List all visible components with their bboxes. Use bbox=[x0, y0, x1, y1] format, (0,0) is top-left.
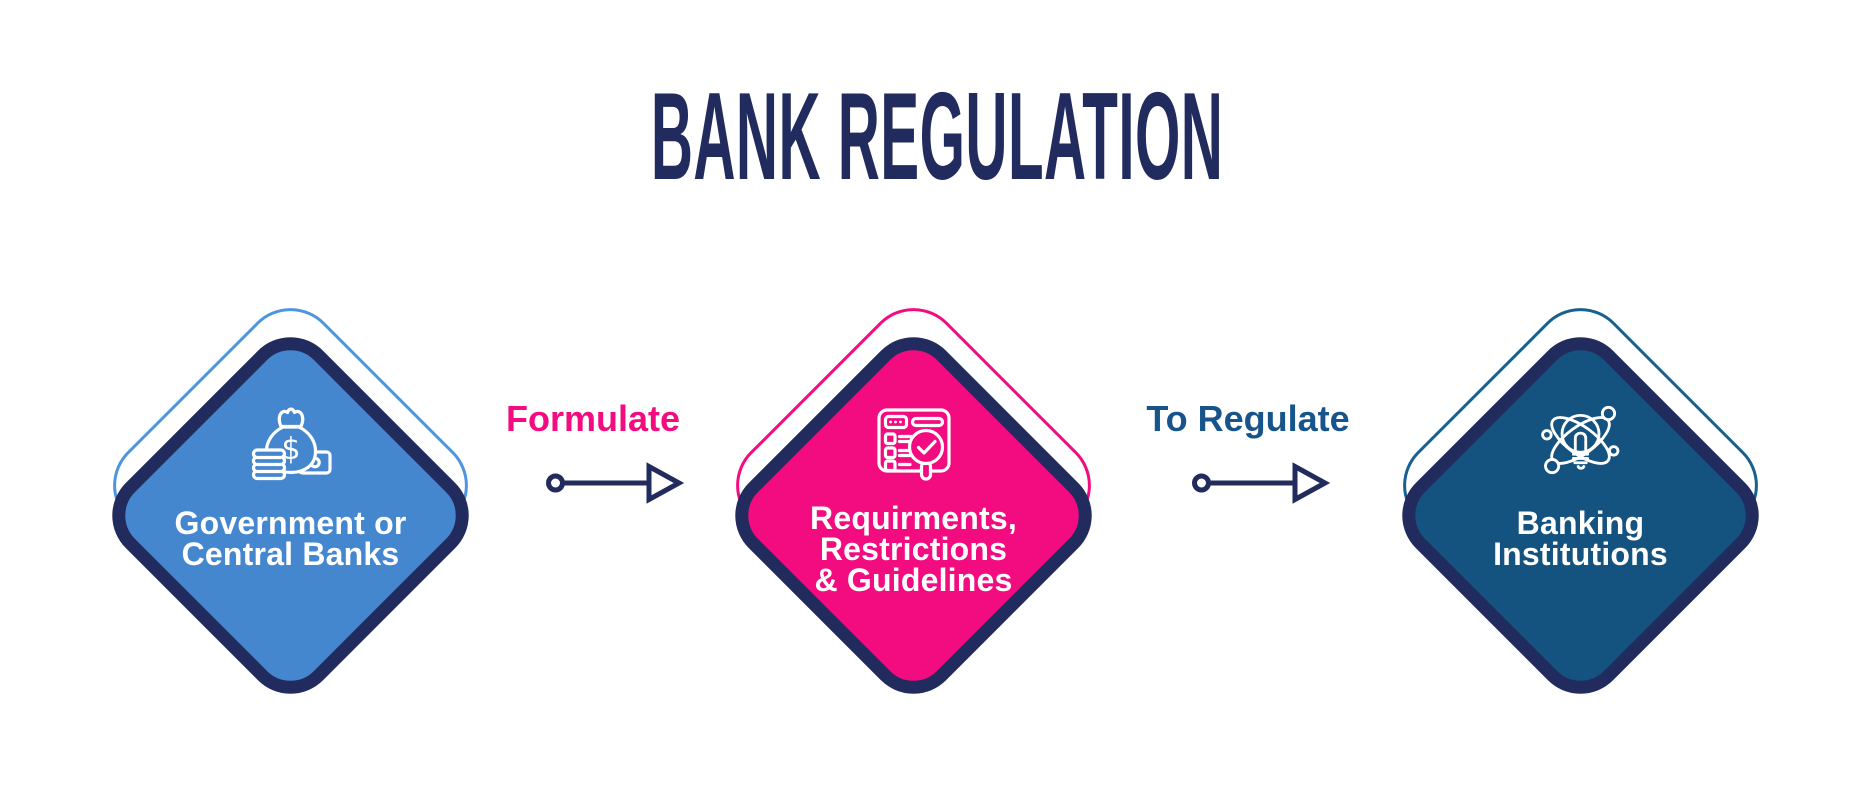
node-label-line: Restrictions bbox=[819, 531, 1008, 567]
node-content: $ Government or Central Banks bbox=[151, 376, 430, 655]
checklist-magnifier-icon bbox=[876, 408, 951, 481]
node-government-central-banks: $ Government or Central Banks bbox=[93, 288, 488, 713]
svg-text:$: $ bbox=[281, 432, 300, 467]
node-label-line: Government or bbox=[174, 505, 407, 541]
arrow-label: Formulate bbox=[505, 398, 681, 439]
node-content: Banking Institutions bbox=[1441, 376, 1720, 655]
arrow-formulate: Formulate bbox=[503, 400, 685, 510]
money-bag-icon: $ bbox=[251, 407, 332, 481]
node-label-line: Banking bbox=[1516, 505, 1645, 541]
node-banking-institutions: Banking Institutions bbox=[1383, 288, 1778, 713]
node-label: Banking Institutions bbox=[1396, 505, 1765, 572]
node-label-line: Central Banks bbox=[181, 536, 400, 572]
node-label: Requirments, Restrictions & Guidelines bbox=[729, 500, 1098, 598]
node-content: Requirments, Restrictions & Guidelines bbox=[774, 376, 1053, 655]
node-label: Government or Central Banks bbox=[106, 505, 475, 572]
lightbulb-network-icon bbox=[1540, 405, 1619, 475]
page-title-text: BANK REGULATION bbox=[651, 68, 1224, 206]
node-label-line: Institutions bbox=[1493, 536, 1668, 572]
page-title: BANK REGULATION bbox=[0, 75, 1875, 199]
node-label-line: Requirments, bbox=[810, 500, 1017, 536]
right-arrow-icon bbox=[1192, 462, 1331, 504]
right-arrow-icon bbox=[546, 462, 685, 504]
node-requirements-restrictions-guidelines: Requirments, Restrictions & Guidelines bbox=[716, 288, 1111, 713]
arrow-label: To Regulate bbox=[1146, 398, 1350, 439]
arrow-to-regulate: To Regulate bbox=[1146, 400, 1350, 510]
node-label-line: & Guidelines bbox=[814, 562, 1013, 598]
